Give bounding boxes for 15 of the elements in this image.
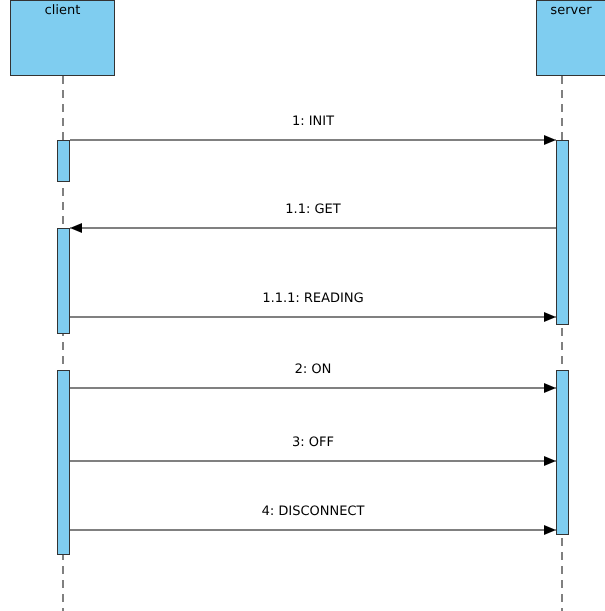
lifeline-head-box	[10, 0, 115, 76]
activation-bar	[57, 370, 70, 555]
message-arrow	[70, 135, 556, 145]
message-arrow	[70, 456, 556, 466]
activation-bar	[57, 228, 70, 334]
message-arrow	[70, 525, 556, 535]
activation-bar	[556, 140, 569, 325]
lifeline-head-box	[536, 0, 605, 76]
lifeline-name: server	[549, 2, 593, 18]
message-arrow	[70, 223, 556, 233]
message-arrow	[70, 312, 556, 322]
activation-bar	[556, 370, 569, 535]
activation-bar	[57, 140, 70, 182]
lifeline-name: client	[44, 2, 82, 18]
message-arrow	[70, 383, 556, 393]
